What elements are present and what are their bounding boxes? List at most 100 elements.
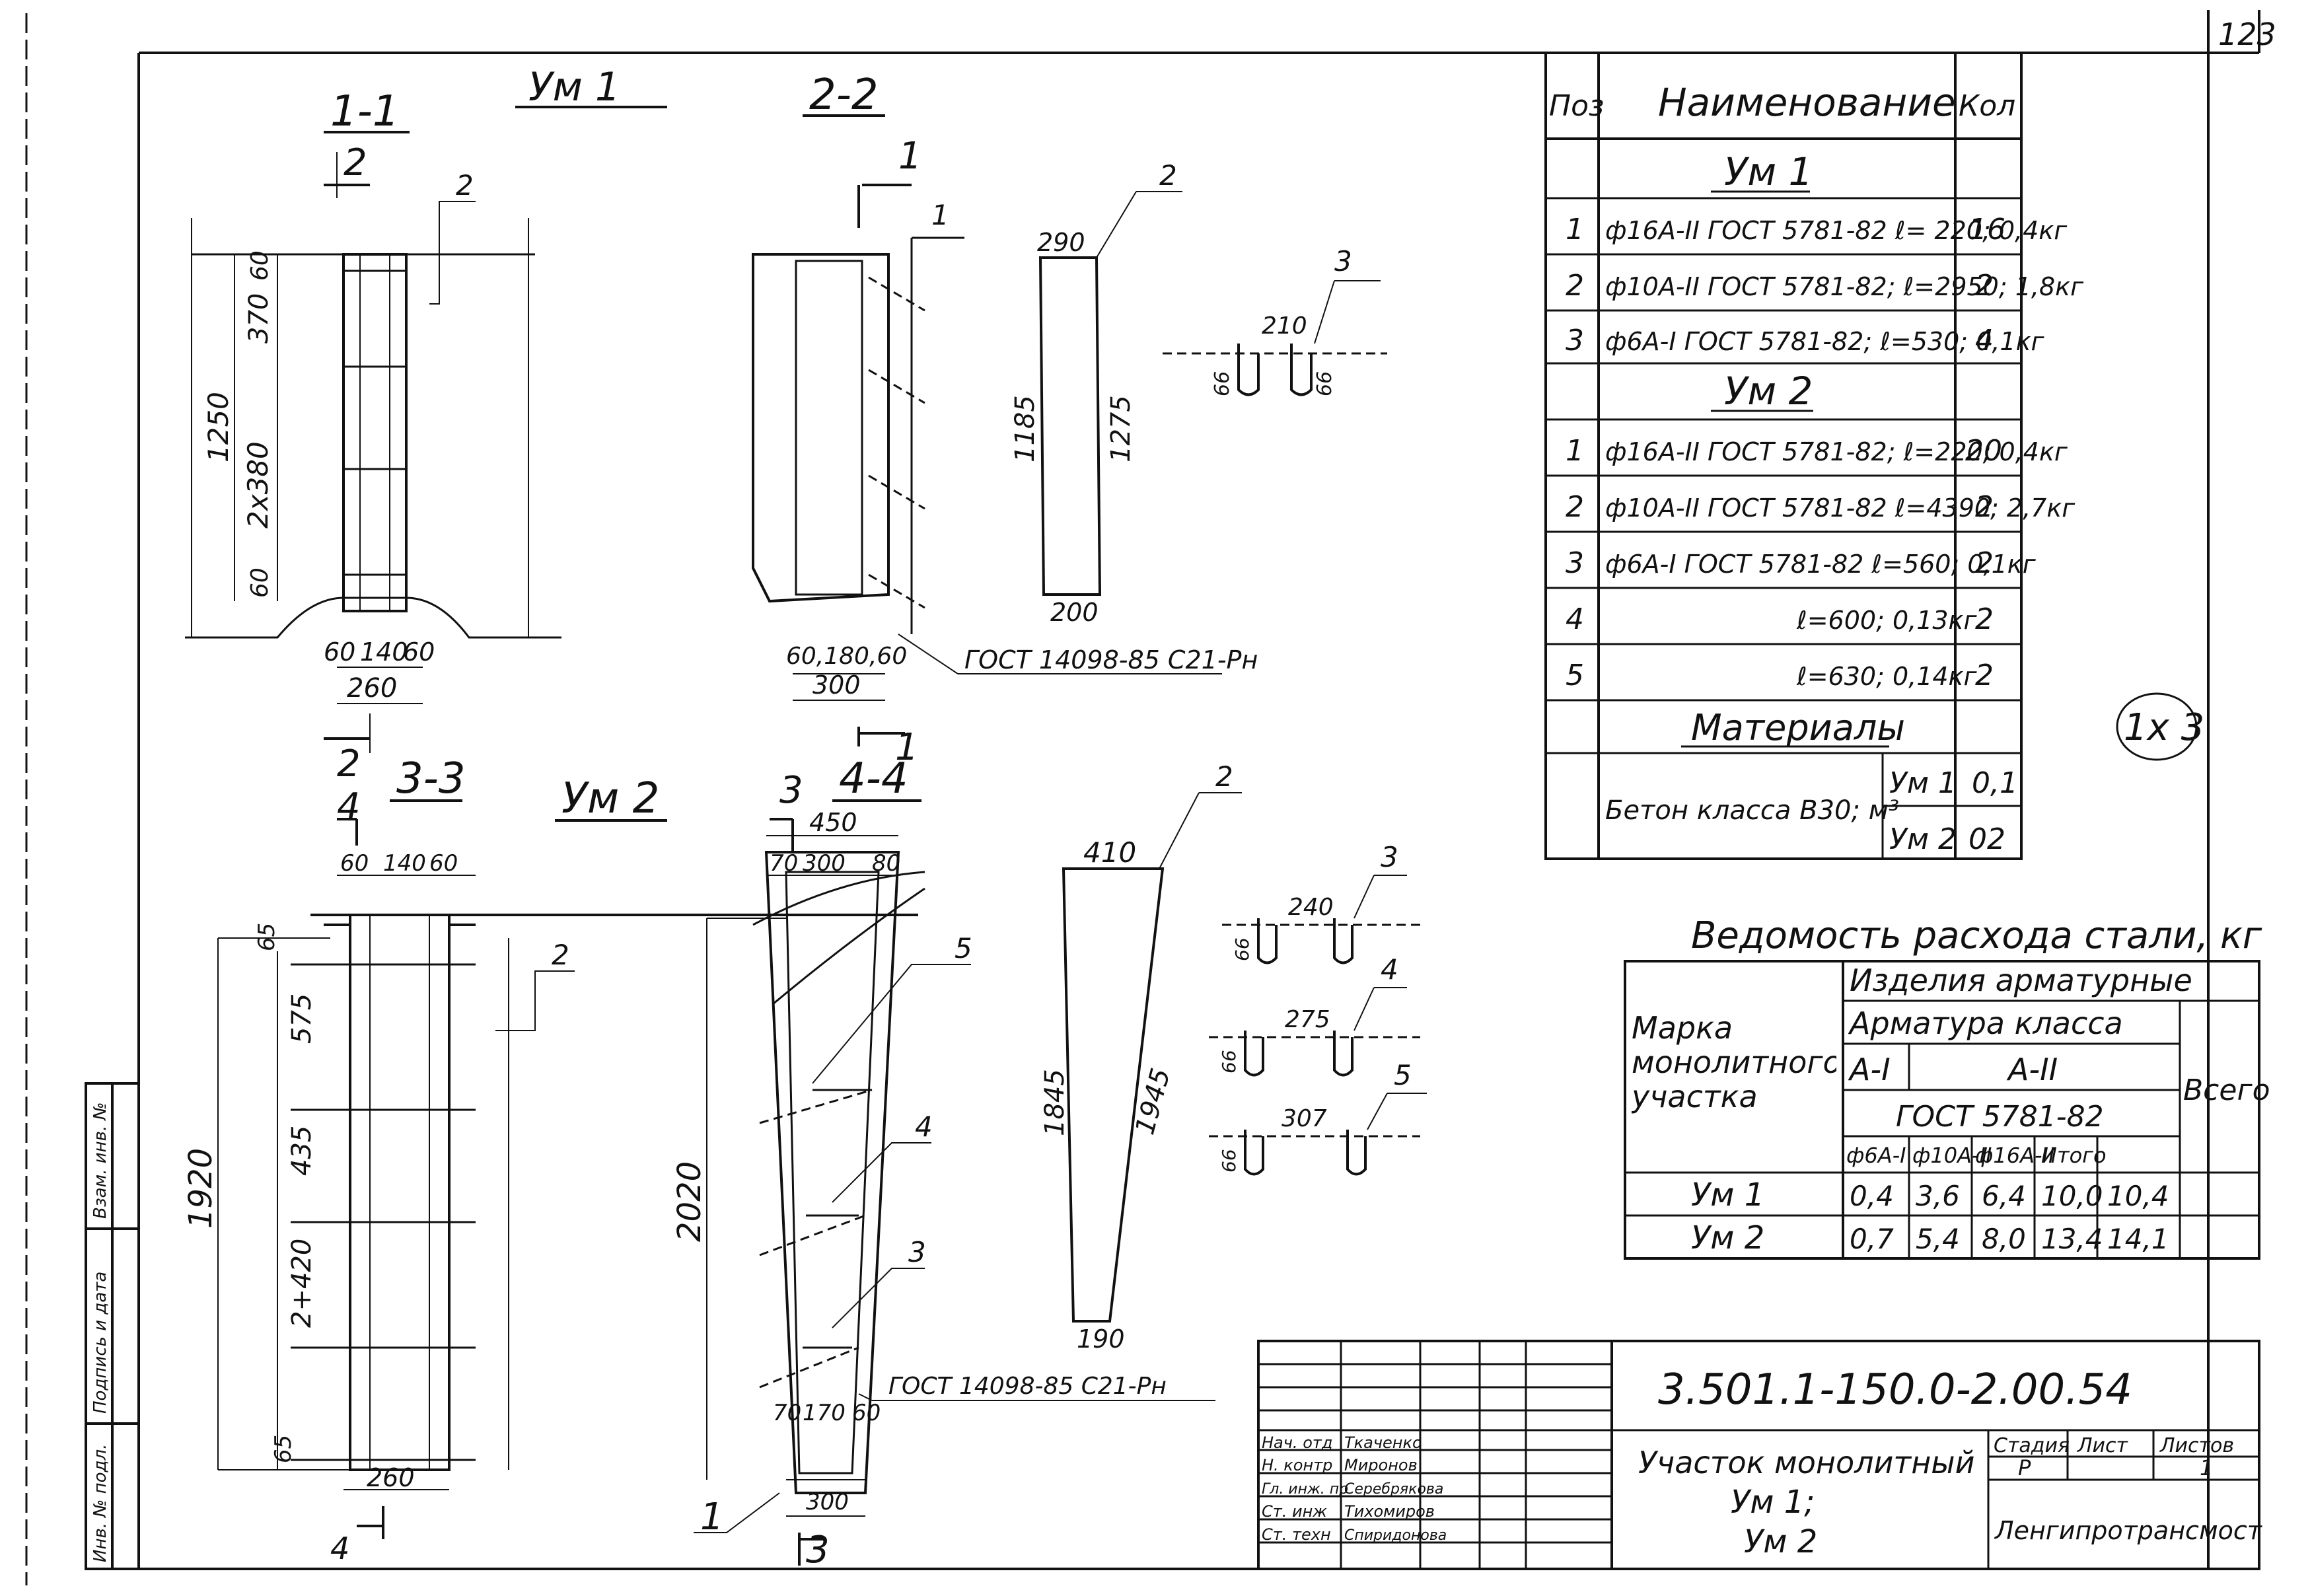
spec-header-name: Наименование	[1658, 80, 1956, 125]
section-1-1-drawing	[185, 152, 561, 753]
dim-s44-80: 80	[872, 850, 900, 877]
spec-um2-r5-name: ℓ=630; 0,14кг	[1796, 662, 1978, 691]
spec-um2-r1-qty: 20	[1965, 434, 2002, 468]
bar3-um1-callout: 3	[1334, 245, 1352, 277]
title-block-name-2: Ум 1;	[1731, 1484, 1815, 1521]
dim-um2-260: 260	[367, 1463, 415, 1492]
title-section-4-4: 4-4	[839, 754, 908, 803]
steel-r2-c2: 5,4	[1916, 1223, 1960, 1255]
spec-header-pos: Поз	[1549, 89, 1604, 123]
spec-concrete-um1-val: 0,1	[1972, 766, 2018, 800]
section-3-3-drawing	[217, 818, 918, 1539]
section-4-4-drawing	[694, 818, 1215, 1566]
spec-materials-label: Материалы	[1691, 707, 1905, 748]
spec-um2-r5-qty: 2	[1975, 659, 1994, 692]
spec-um2-r2-pos: 2	[1566, 490, 1584, 524]
spec-um1-r1-name: ф16А-II ГОСТ 5781-82 ℓ= 220; 0,4кг	[1605, 216, 2068, 245]
side-stamp-inv-orig: Инв. № подл.	[90, 1444, 110, 1562]
tb-name-5: Спиридонова	[1344, 1527, 1447, 1544]
dim-sec11-60-top: 60	[246, 250, 273, 281]
steel-sub-2: ф10А-II	[1912, 1143, 1992, 1168]
steel-r1-c4: 10,0	[2041, 1180, 2103, 1212]
spec-header-qty: Кол	[1959, 89, 2015, 123]
tb-name-3: Серебрякова	[1344, 1481, 1443, 1498]
dim-sec11-2x380: 2x380	[242, 441, 274, 528]
title-section-3-3: 3-3	[396, 754, 466, 803]
steel-r1-c2: 3,6	[1916, 1180, 1960, 1212]
dim-bar5-66: 66	[1218, 1149, 1240, 1173]
dim-sec11-60-bot: 60	[246, 567, 273, 598]
spec-concrete-um1: Ум 1	[1889, 766, 1957, 800]
sec11-cut-label-top: 2	[343, 141, 367, 184]
steel-r1-c5: 10,4	[2107, 1180, 2169, 1212]
spec-um2-r4-pos: 4	[1566, 602, 1584, 636]
bar2-um1-shape	[1038, 191, 1182, 596]
dim-s44-2020: 2020	[671, 1161, 708, 1242]
dim-s44-b300: 300	[806, 1489, 849, 1515]
dim-bar3-240: 240	[1288, 894, 1334, 921]
dim-bar2-1845: 1845	[1040, 1069, 1070, 1136]
steel-r1-c3: 6,4	[1982, 1180, 2026, 1212]
sec22-callout-1: 1	[931, 199, 949, 231]
spec-um1-r2-qty: 2	[1975, 269, 1994, 303]
dim-bar3-66a: 66	[1211, 371, 1234, 396]
spec-um2-r3-pos: 3	[1566, 546, 1584, 580]
spec-table-grid	[1544, 52, 2023, 860]
sec11-cut-label-bot: 2	[337, 743, 361, 785]
title-block-name-3: Ум 2	[1744, 1523, 1817, 1560]
steel-sub-3: ф16А-II	[1975, 1143, 2054, 1168]
spec-um2-r5-pos: 5	[1566, 659, 1584, 692]
dim-sec11-370: 370	[244, 293, 274, 344]
dim-bar2-bot: 200	[1050, 598, 1099, 627]
bar5-um2-callout: 5	[1394, 1059, 1412, 1091]
title-block-stage: Р	[2018, 1455, 2031, 1480]
tb-role-3: Гл. инж. пр	[1262, 1481, 1348, 1498]
spec-um2-r2-name: ф10А-II ГОСТ 5781-82 ℓ=4390; 2,7кг	[1605, 493, 2075, 523]
dim-s44-300: 300	[803, 850, 846, 877]
title-section-2-2: 2-2	[809, 71, 879, 120]
spec-um2-r1-name: ф16А-II ГОСТ 5781-82; ℓ=220; 0,4кг	[1605, 437, 2068, 466]
dim-um2-65: 65	[254, 923, 280, 951]
spec-um1-r3-pos: 3	[1566, 324, 1584, 357]
spec-concrete-um2: Ум 2	[1889, 822, 1957, 856]
sec44-cut-label-bot: 3	[806, 1529, 830, 1572]
steel-r1-mark: Ум 1	[1691, 1177, 1764, 1214]
sec44-callout-1: 1	[700, 1496, 724, 1539]
circled-stamp	[2116, 692, 2198, 761]
dim-bar4-66: 66	[1218, 1050, 1240, 1073]
title-block-h-sheets: Листов	[2159, 1434, 2234, 1457]
side-stamp	[85, 1082, 140, 1570]
tb-name-2: Миронов	[1344, 1456, 1418, 1474]
steel-h-gost: ГОСТ 5781-82	[1896, 1100, 2104, 1134]
title-um1: Ум 1	[528, 64, 620, 110]
tb-role-4: Ст. инж	[1262, 1502, 1327, 1521]
spec-um1-r1-qty: 16	[1968, 213, 2005, 246]
dim-um2-435: 435	[287, 1126, 317, 1176]
spec-concrete-label: Бетон класса В30; м³	[1605, 795, 1899, 826]
sec44-cut-label-top: 3	[779, 769, 803, 812]
spec-um1-r2-pos: 2	[1566, 269, 1584, 303]
tb-role-2: Н. контр	[1262, 1456, 1332, 1474]
spec-um2-r2-qty: 2	[1975, 490, 1994, 524]
steel-r2-c1: 0,7	[1850, 1223, 1894, 1255]
dim-bar3-66b: 66	[1313, 371, 1336, 396]
dim-bar2-410: 410	[1083, 836, 1136, 869]
title-um2: Ум 2	[561, 774, 659, 823]
dim-s44-b70: 70	[773, 1400, 801, 1426]
dim-bar5-307: 307	[1281, 1105, 1327, 1132]
title-block-sheets: 1	[2200, 1455, 2213, 1480]
spec-um2-r4-name: ℓ=600; 0,13кг	[1796, 606, 1978, 635]
steel-r2-mark: Ум 2	[1691, 1219, 1764, 1256]
steel-table-title: Ведомость расхода стали, кг	[1691, 914, 2262, 957]
dim-bar3-210: 210	[1262, 312, 1307, 340]
steel-sub-1: ф6А-I	[1846, 1143, 1906, 1168]
dim-bar4-275: 275	[1285, 1006, 1330, 1033]
bars-3-4-5-um2-shapes	[1209, 875, 1427, 1176]
steel-h-mark: Марка монолитного участка	[1632, 1011, 1836, 1114]
dim-um2-1920: 1920	[182, 1148, 219, 1229]
spec-um1-r1-pos: 1	[1566, 213, 1584, 246]
sec11-callout-2: 2	[456, 169, 474, 201]
spec-um2-r4-qty: 2	[1975, 602, 1994, 636]
side-stamp-replace-inv: Взам. инв. №	[90, 1102, 110, 1219]
